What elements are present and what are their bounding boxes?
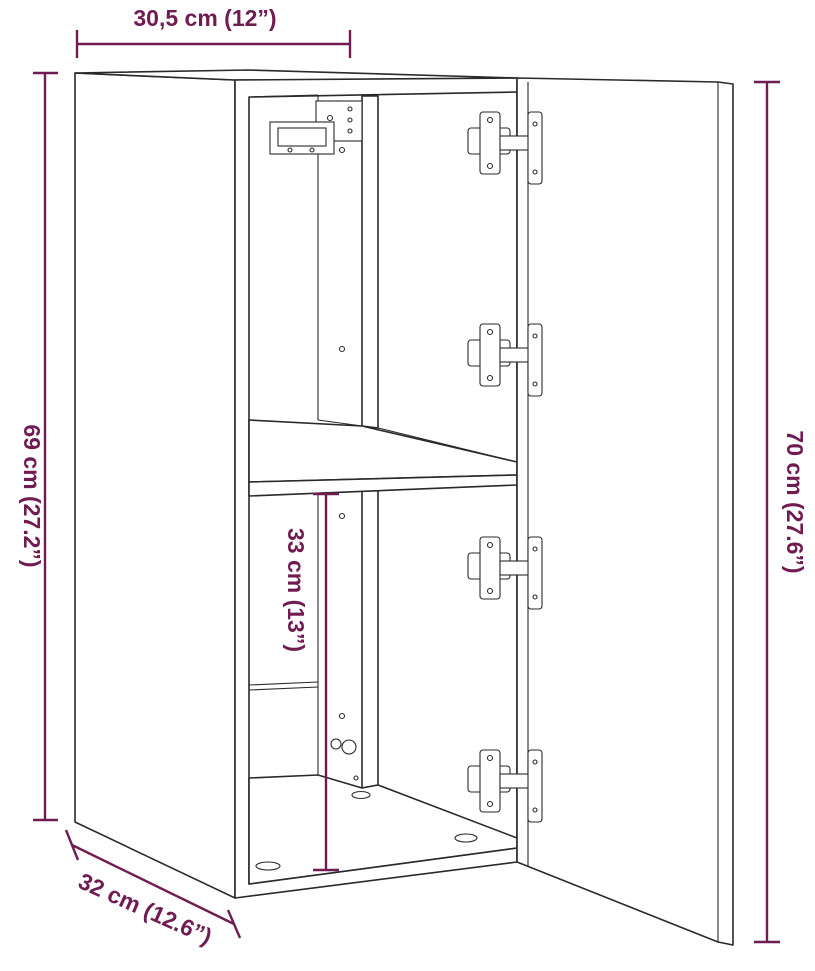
cabinet-body — [74, 69, 518, 899]
compartment-height-dimension: 33 cm (13”) — [283, 492, 339, 872]
width-label: 30,5 cm (12”) — [133, 5, 276, 31]
bottom-hole-icon — [454, 833, 478, 843]
body-height-dimension: 69 cm (27.2”) — [19, 71, 58, 822]
door-height-dimension: 70 cm (27.6”) — [754, 80, 808, 944]
width-dimension: 30,5 cm (12”) — [75, 5, 352, 58]
compartment-height-label: 33 cm (13”) — [283, 528, 309, 652]
back-support-lower — [361, 486, 379, 789]
side-panel — [74, 72, 236, 899]
door — [516, 77, 734, 946]
bottom-hole-icon — [351, 790, 371, 800]
door-height-label: 70 cm (27.6”) — [782, 430, 808, 573]
hinge-icon — [467, 536, 543, 610]
hinge-icon — [467, 323, 543, 397]
wall-mount-bracket-icon — [269, 100, 363, 155]
door-panel — [516, 77, 734, 946]
hinge-icon — [467, 111, 543, 185]
hinge-icon — [467, 749, 543, 823]
body-height-label: 69 cm (27.2”) — [19, 424, 45, 567]
back-support-upper — [361, 95, 379, 429]
bottom-hole-icon — [255, 861, 281, 871]
